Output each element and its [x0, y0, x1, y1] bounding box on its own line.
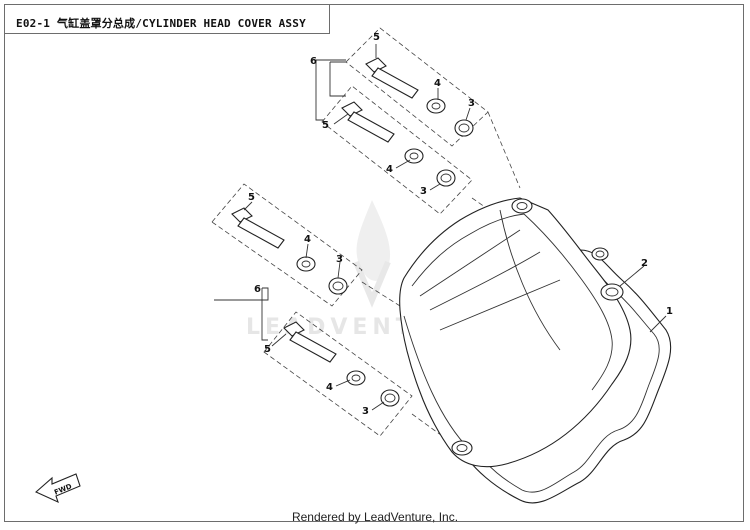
- callout-4: 4: [386, 164, 393, 175]
- bolt-set-1: [365, 57, 474, 137]
- callout-5: 5: [264, 344, 271, 355]
- callout-4: 4: [434, 78, 441, 89]
- callout-1: 1: [666, 306, 673, 317]
- bolt-set-4: [283, 321, 400, 407]
- callout-6: 6: [310, 56, 317, 67]
- callout-3: 3: [362, 406, 369, 417]
- fwd-arrow-icon: FWD: [34, 473, 81, 504]
- bolt-set-3: [231, 207, 348, 295]
- callout-3: 3: [420, 186, 427, 197]
- callout-3: 3: [336, 254, 343, 265]
- callouts: 5 4 3 6 5 4 3 5 4 3 6 5 4 3 2 1: [248, 32, 673, 417]
- callout-4: 4: [304, 234, 311, 245]
- diagram-title: E02-1 气缸盖罩分总成/CYLINDER HEAD COVER ASSY: [16, 17, 306, 30]
- callout-6: 6: [254, 284, 261, 295]
- callout-3: 3: [468, 98, 475, 109]
- callout-5: 5: [373, 32, 380, 43]
- callout-5: 5: [248, 192, 255, 203]
- bolt-set-2: [341, 101, 456, 187]
- cylinder-head-cover: [399, 197, 632, 468]
- leader-lines: [243, 44, 667, 411]
- footer-credit: Rendered by LeadVenture, Inc.: [291, 510, 459, 524]
- callout-6-brackets: [214, 59, 346, 341]
- callout-5: 5: [322, 120, 329, 131]
- callout-4: 4: [326, 382, 333, 393]
- callout-2: 2: [641, 258, 648, 269]
- title-box: E02-1 气缸盖罩分总成/CYLINDER HEAD COVER ASSY: [4, 4, 330, 34]
